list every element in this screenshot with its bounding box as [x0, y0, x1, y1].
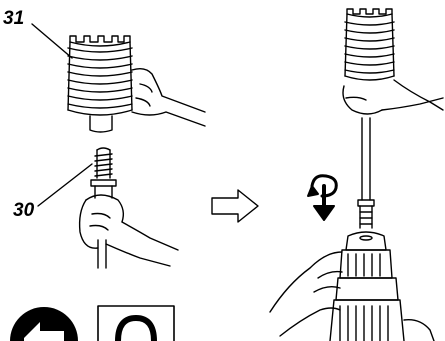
hand-right-upper: [343, 80, 443, 114]
callout-label-31: 31: [3, 8, 24, 30]
callout-label-30: 30: [13, 200, 34, 222]
callout-31-leader: [32, 24, 72, 58]
core-bit-right: [345, 9, 394, 80]
adapter-shaft-right: [358, 118, 374, 228]
box-icon: [98, 306, 174, 341]
left-arrow-circle-icon: [10, 307, 78, 341]
drill-chuck: [330, 232, 434, 341]
hand-holding-bit: [132, 69, 205, 126]
adapter-shaft-left: [91, 148, 116, 268]
core-bit-left: [68, 36, 132, 132]
right-arrow-icon: [212, 190, 258, 222]
hand-gripping-shaft: [80, 195, 178, 266]
clockwise-rotate-down-arrow-icon: [308, 176, 336, 220]
callout-30-leader: [38, 164, 92, 206]
